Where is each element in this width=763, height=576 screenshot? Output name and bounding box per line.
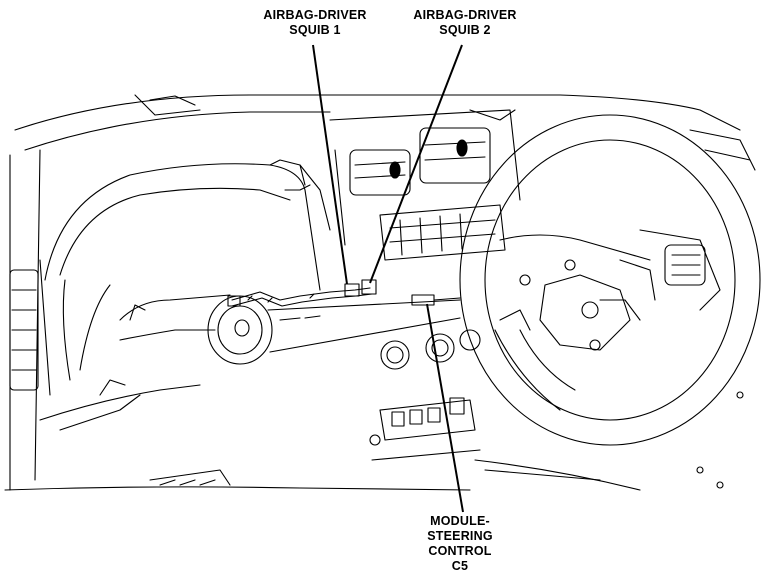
callout-label-line: SQUIB 1 <box>289 23 341 37</box>
callout-label-line: AIRBAG-DRIVER <box>413 8 517 22</box>
callout-airbag-driver-squib-1: AIRBAG-DRIVER SQUIB 1 <box>250 8 380 38</box>
lower-left-panel <box>39 379 231 486</box>
callout-label-line: SQUIB 2 <box>439 23 491 37</box>
center-air-vents <box>329 109 521 246</box>
callout-label-line: MODULE- <box>430 514 490 528</box>
leader-line-module <box>426 303 464 513</box>
leader-lines <box>312 44 464 513</box>
steering-wheel <box>459 114 761 446</box>
callout-label-line: STEERING <box>427 529 493 543</box>
callout-module-steering-control: MODULE- STEERING CONTROL C5 <box>395 514 525 574</box>
instrument-cluster-hood <box>44 159 331 381</box>
left-air-vent <box>9 259 51 396</box>
right-dash-panel <box>474 129 756 491</box>
callout-label-line: C5 <box>451 559 469 573</box>
callout-label-line: AIRBAG-DRIVER <box>263 8 367 22</box>
dashboard-outline <box>4 94 741 491</box>
steering-control-module <box>411 294 461 306</box>
leader-line-squib-1 <box>312 44 348 285</box>
callout-airbag-driver-squib-2: AIRBAG-DRIVER SQUIB 2 <box>400 8 530 38</box>
leader-line-squib-2 <box>369 44 463 284</box>
callout-label-line: CONTROL <box>428 544 492 558</box>
center-controls <box>369 204 506 461</box>
wiring-harness <box>227 279 377 307</box>
